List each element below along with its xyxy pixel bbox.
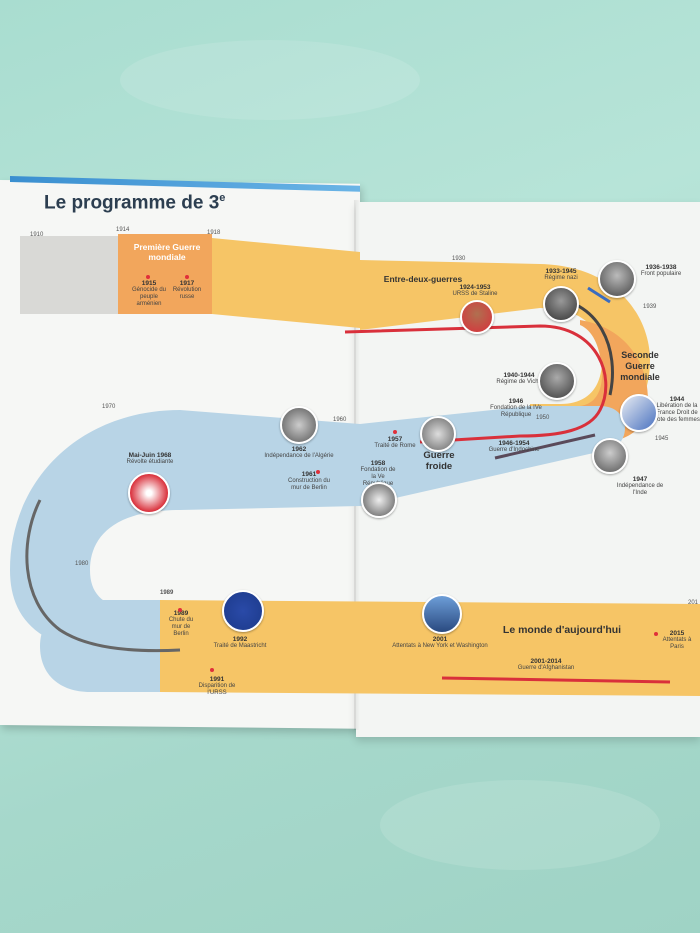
event-marker xyxy=(316,470,320,474)
cloth-fold xyxy=(120,40,420,120)
year-label: 1960 xyxy=(333,417,347,423)
open-textbook: Le programme de 3e 1910 1914 1918 1930 1… xyxy=(0,176,700,740)
front-line xyxy=(587,286,611,304)
event-marker xyxy=(178,608,182,612)
cold-war-band-right xyxy=(360,406,625,506)
afghanistan-line xyxy=(441,676,671,684)
year-label: 1930 xyxy=(452,256,466,262)
mai-68-poster xyxy=(128,472,170,514)
cloth-fold xyxy=(380,780,660,870)
eu-flag-icon xyxy=(222,590,264,632)
urss-line xyxy=(344,324,608,444)
indochina-photo xyxy=(420,416,456,452)
petain-portrait xyxy=(538,362,576,400)
year-label: 1939 xyxy=(643,304,657,310)
bottom-band xyxy=(160,600,700,696)
twin-towers-photo xyxy=(422,594,462,634)
gandhi-portrait xyxy=(592,438,628,474)
year-label: 1914 xyxy=(116,227,130,233)
event-marker xyxy=(393,430,397,434)
year-label: 1945 xyxy=(655,436,669,442)
hitler-portrait xyxy=(543,286,579,322)
era-ww2: Seconde Guerre mondiale xyxy=(620,350,660,382)
blum-portrait xyxy=(598,260,636,298)
indochina-line xyxy=(494,433,596,460)
year-label: 1980 xyxy=(75,561,89,567)
year-label: 1918 xyxy=(207,230,221,236)
event-marker xyxy=(146,275,150,279)
year-label: 1970 xyxy=(102,404,116,410)
cold-war-line xyxy=(25,499,181,653)
pre-war-block xyxy=(20,236,118,314)
cold-war-band xyxy=(10,406,530,656)
page-title: Le programme de 3e xyxy=(44,192,226,214)
liberation-photo xyxy=(620,394,658,432)
year-label: 201 xyxy=(688,600,699,606)
ww1-block xyxy=(118,234,212,314)
era-cold-war: Guerre froide xyxy=(423,450,455,473)
stalin-portrait xyxy=(460,300,494,334)
era-interwar: Entre-deux-guerres xyxy=(383,274,463,284)
event-marker xyxy=(185,275,189,279)
era-ww1: Première Guerre mondiale xyxy=(133,242,201,263)
event-marker xyxy=(210,668,214,672)
berlin-wall-photo xyxy=(361,482,397,518)
event-marker xyxy=(654,632,658,636)
year-label: 1950 xyxy=(536,415,550,421)
year-label: 1910 xyxy=(30,232,44,238)
algeria-photo xyxy=(280,406,318,444)
year-label: 1989 xyxy=(160,590,174,596)
era-today: Le monde d'aujourd'hui xyxy=(502,624,622,636)
top-band xyxy=(212,238,360,328)
